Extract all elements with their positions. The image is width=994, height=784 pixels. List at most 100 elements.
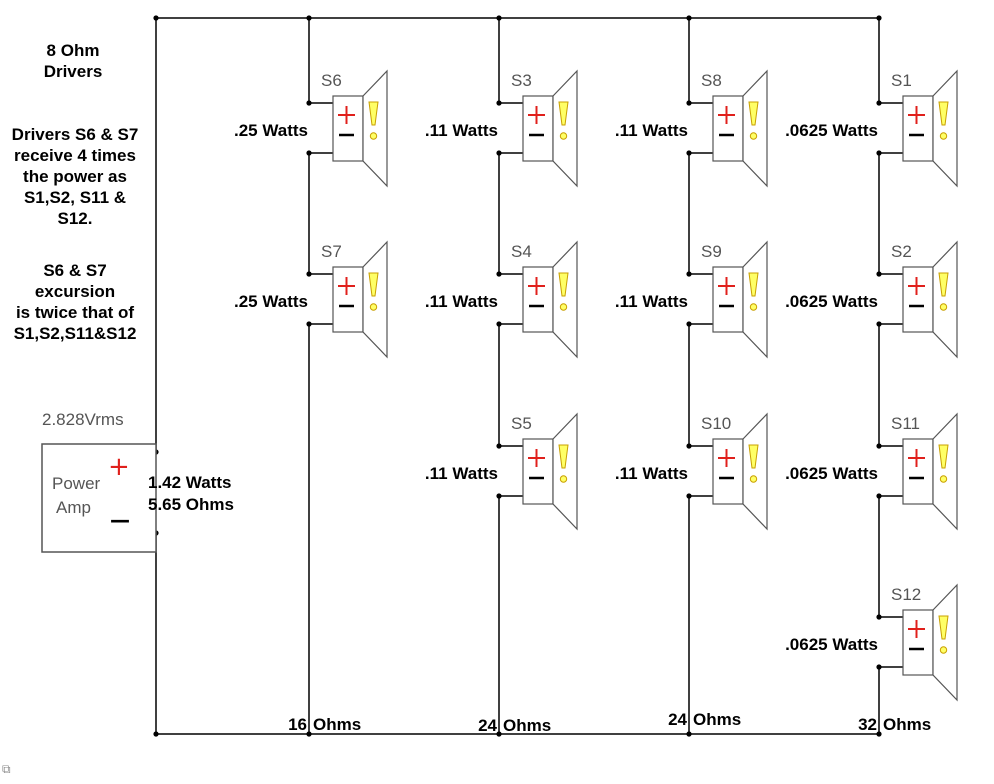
- speaker-watts-label: .11 Watts: [425, 292, 498, 311]
- speaker-name-label: S12: [891, 585, 921, 604]
- junction-dot: [686, 731, 692, 737]
- speaker-name-label: S1: [891, 71, 912, 90]
- speaker-cone: [742, 412, 768, 531]
- speaker-cone: [362, 240, 388, 359]
- speaker-magnet: [712, 95, 744, 162]
- branch-impedance-value: 24: [478, 716, 497, 735]
- warning-icon: [938, 615, 949, 640]
- speaker-watts-label: .0625 Watts: [785, 635, 878, 654]
- speaker-watts-label: .11 Watts: [425, 121, 498, 140]
- speaker-s6: S6.25 Watts: [234, 69, 388, 188]
- speaker-cone: [742, 69, 768, 188]
- power-amp: 2.828Vrms Power Amp + — 1.42 Watts 5.65 …: [41, 410, 234, 553]
- speaker-name-label: S8: [701, 71, 722, 90]
- speaker-magnet: [712, 438, 744, 505]
- speaker-s2: S2.0625 Watts: [785, 240, 958, 359]
- branch-impedance-unit: Ohms: [313, 715, 361, 734]
- branch-label: 24 Ohms: [668, 710, 741, 729]
- speaker-s1: S1 .0625 Watts: [785, 69, 958, 188]
- speaker-s9: S9 .11 Watts: [615, 240, 768, 359]
- speaker-name-label: S11: [891, 414, 920, 433]
- speaker-name-label: S10: [701, 414, 731, 433]
- speaker-watts-label: .25 Watts: [234, 121, 308, 140]
- amp-voltage-label: 2.828Vrms: [42, 410, 124, 429]
- speaker-magnet: [522, 438, 554, 505]
- speaker-magnet: [902, 266, 934, 333]
- warning-dot-icon: [939, 475, 948, 483]
- warning-icon: [748, 444, 759, 469]
- speaker-name-label: S9: [701, 242, 722, 261]
- warning-icon: [558, 272, 569, 297]
- amp-minus-terminal: —: [110, 508, 130, 532]
- speaker-cone: [932, 583, 958, 702]
- branch-impedance-value: 24: [668, 710, 687, 729]
- speaker-magnet: [332, 266, 364, 333]
- speaker-s4: S4.11 Watts: [425, 240, 578, 359]
- speaker-name-label: S7: [321, 242, 342, 261]
- warning-dot-icon: [749, 132, 758, 140]
- speaker-watts-label: .11 Watts: [615, 121, 688, 140]
- warning-icon: [368, 101, 379, 126]
- plus-icon: [338, 106, 355, 124]
- speaker-s10: S10.11 Watts: [615, 412, 768, 531]
- junction-dot: [306, 731, 312, 737]
- plus-icon: [528, 106, 545, 124]
- branch-impedance-unit: Ohms: [693, 710, 741, 729]
- junction-dot: [153, 15, 159, 21]
- warning-dot-icon: [939, 132, 948, 140]
- warning-dot-icon: [369, 303, 378, 311]
- speaker-cone: [742, 240, 768, 359]
- speaker-cone: [932, 412, 958, 531]
- amp-plus-terminal: +: [108, 452, 130, 482]
- speaker-cone: [552, 69, 578, 188]
- speaker-s11: S11.0625 Watts: [785, 412, 958, 531]
- junction-dot: [306, 15, 312, 21]
- plus-icon: [908, 620, 925, 638]
- warning-icon: [558, 444, 569, 469]
- speaker-magnet: [712, 266, 744, 333]
- plus-icon: [908, 106, 925, 124]
- warning-dot-icon: [749, 303, 758, 311]
- branch-impedance-unit: Ohms: [883, 715, 931, 734]
- branch-impedance-value: 32: [858, 715, 877, 734]
- warning-dot-icon: [559, 303, 568, 311]
- plus-icon: [908, 277, 925, 295]
- warning-dot-icon: [939, 646, 948, 654]
- warning-icon: [938, 101, 949, 126]
- speaker-s7: S7.25 Watts: [234, 240, 388, 359]
- warning-icon: [558, 101, 569, 126]
- warning-icon: [368, 272, 379, 297]
- speaker-magnet: [522, 266, 554, 333]
- warning-dot-icon: [559, 132, 568, 140]
- amp-watts-label: 1.42 Watts: [148, 473, 231, 492]
- speaker-magnet: [902, 609, 934, 676]
- warning-icon: [748, 272, 759, 297]
- speaker-magnet: [332, 95, 364, 162]
- warning-dot-icon: [749, 475, 758, 483]
- speaker-cone: [932, 240, 958, 359]
- warning-icon: [938, 444, 949, 469]
- speaker-s8: S8 .11 Watts: [615, 69, 768, 188]
- speaker-cone: [932, 69, 958, 188]
- warning-icon: [938, 272, 949, 297]
- speaker-cone: [552, 240, 578, 359]
- plus-icon: [908, 449, 925, 467]
- speaker-s12: S12 .0625 Watts: [785, 583, 958, 702]
- speaker-cone: [362, 69, 388, 188]
- speaker-cone: [552, 412, 578, 531]
- speaker-watts-label: .11 Watts: [425, 464, 498, 483]
- branch-label: 32 Ohms: [858, 715, 931, 734]
- speaker-magnet: [902, 95, 934, 162]
- speaker-watts-label: .0625 Watts: [785, 121, 878, 140]
- speaker-watts-label: .11 Watts: [615, 292, 688, 311]
- plus-icon: [718, 449, 735, 467]
- speaker-name-label: S5: [511, 414, 532, 433]
